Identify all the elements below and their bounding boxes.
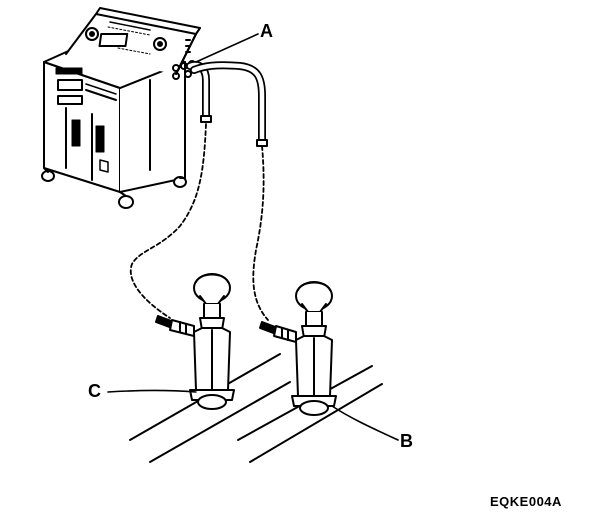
leader-b (331, 405, 399, 441)
callout-leaders (107, 33, 399, 441)
leader-a (195, 33, 259, 63)
callout-a-label: A (260, 21, 273, 41)
leader-c (107, 389, 197, 393)
floor-lines (129, 353, 383, 463)
callout-b-label: B (400, 431, 413, 451)
test-stand-cabinet (41, 7, 201, 209)
hydraulic-jack-right (259, 281, 337, 416)
supply-hoses (129, 61, 269, 321)
hydraulic-jack-left (155, 273, 235, 410)
figure-code: EQKE004A (490, 494, 562, 509)
callout-c-label: C (88, 381, 101, 401)
